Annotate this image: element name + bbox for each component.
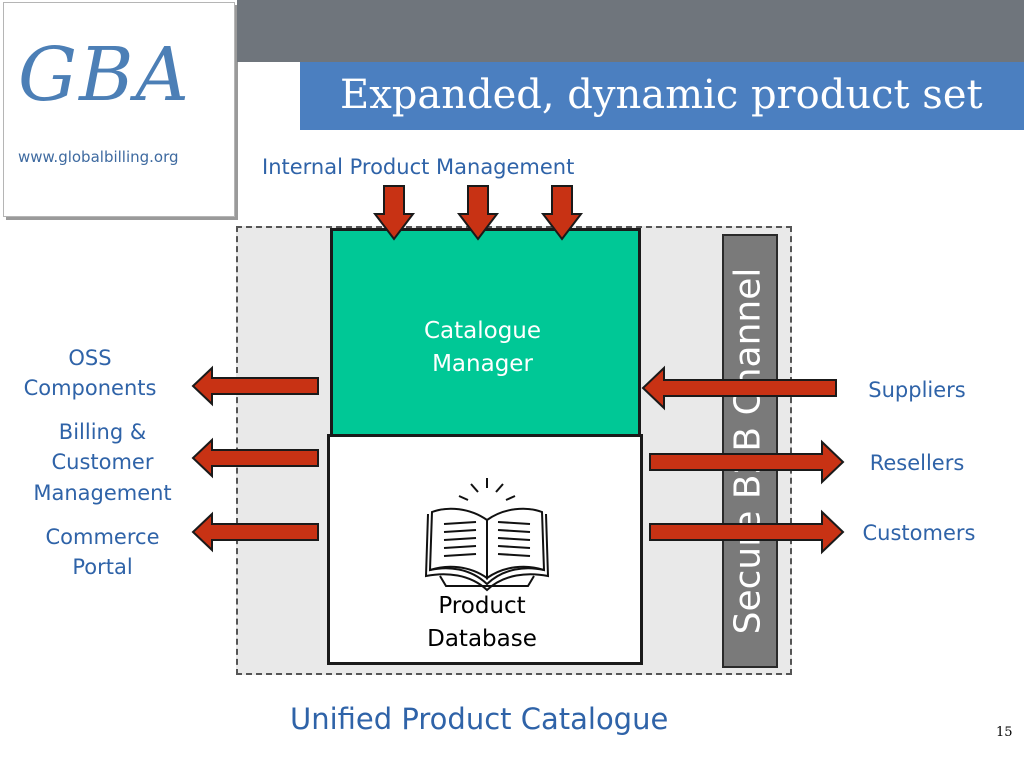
- commerce-portal-label: Commerce Portal: [45, 525, 160, 580]
- down-arrow-2: [456, 185, 500, 241]
- logo-letters: GBA: [18, 32, 191, 118]
- oss-components-label: OSS Components: [23, 346, 157, 401]
- title-bar: [300, 62, 1024, 130]
- right-arrow-customers: [649, 509, 845, 555]
- product-database-label: Product Database: [427, 593, 537, 653]
- down-arrow-3: [540, 185, 584, 241]
- page-number: 15: [996, 725, 1013, 740]
- left-arrow-billing: [191, 437, 319, 479]
- left-arrow-commerce: [191, 511, 319, 553]
- secure-channel-bar: [722, 234, 778, 668]
- catalogue-manager-box: [330, 228, 641, 440]
- right-arrow-resellers: [649, 439, 845, 485]
- customers-label: Customers: [862, 521, 976, 545]
- billing-customer-management-label: Billing & Customer Management: [33, 420, 172, 505]
- left-arrow-suppliers: [641, 365, 837, 411]
- unified-product-catalogue-label: Unified Product Catalogue: [290, 702, 669, 736]
- resellers-label: Resellers: [869, 451, 965, 475]
- internal-product-management-label: Internal Product Management: [262, 155, 575, 179]
- down-arrow-1: [372, 185, 416, 241]
- left-arrow-oss: [191, 365, 319, 407]
- catalogue-manager-label: Catalogue Manager: [423, 318, 542, 378]
- logo-url: www.globalbilling.org: [18, 148, 179, 166]
- header-bar: [237, 0, 1024, 62]
- logo: [3, 2, 235, 217]
- suppliers-label: Suppliers: [868, 378, 966, 402]
- slide-title: Expanded, dynamic product set: [340, 72, 983, 118]
- open-book-icon: [424, 478, 550, 592]
